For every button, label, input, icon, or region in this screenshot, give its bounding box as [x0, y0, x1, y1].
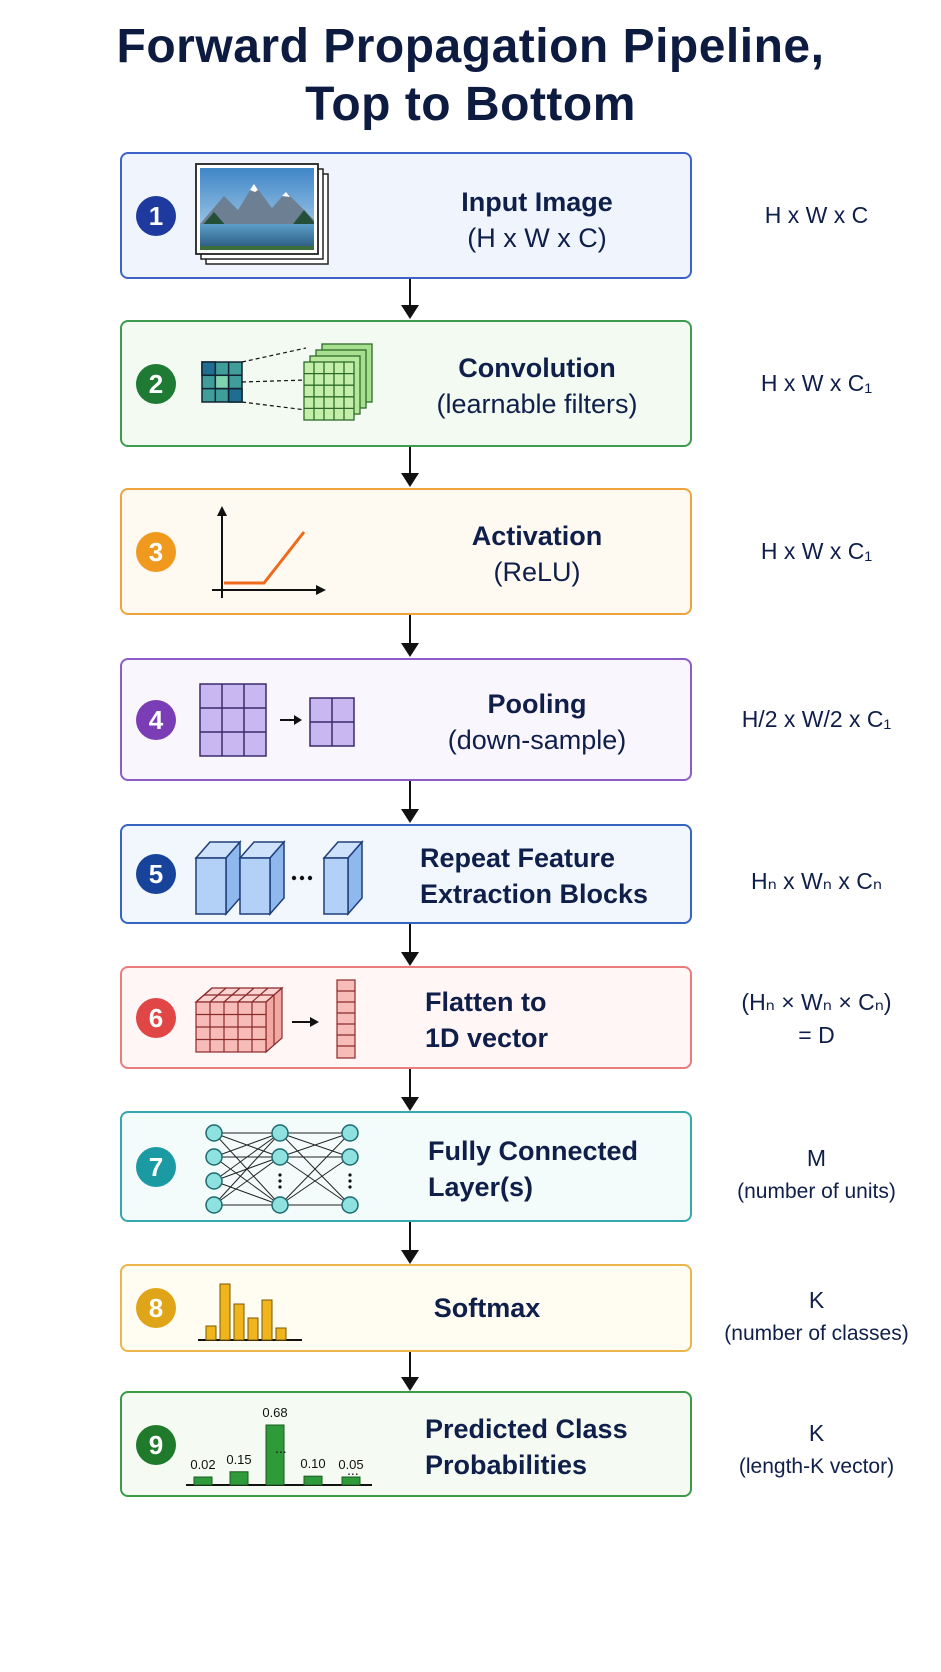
dimension-label: H x W x C₁ [692, 367, 941, 400]
stage-subtitle: Probabilities [425, 1450, 588, 1480]
probability-bar [229, 1471, 249, 1486]
stage-convolution: 2 Convolution (learnable filters) [120, 320, 692, 447]
stage-title: Flatten to [425, 987, 547, 1017]
dimension-label: H x W x C₁ [692, 535, 941, 568]
title-line-1: Forward Propagation Pipeline, [116, 20, 825, 73]
dimension-text: H x W x C [764, 202, 869, 228]
probability-bar [193, 1476, 213, 1486]
stage-label: Fully Connected Layer(s) [428, 1133, 668, 1205]
dimension-text: Hₙ x Wₙ x Cₙ [751, 868, 882, 894]
stage-repeat-blocks: 5 Repeat Feature Extraction Blocks [120, 824, 692, 924]
step-badge: 7 [136, 1147, 176, 1187]
stage-label: Convolution (learnable filters) [422, 350, 652, 422]
flow-arrow [401, 924, 419, 966]
stage-title: Input Image [461, 187, 613, 217]
svg-text:...: ... [275, 1440, 287, 1456]
title-line-2: Top to Bottom [305, 78, 636, 131]
dimension-subtext: (number of classes) [724, 1322, 909, 1345]
step-badge: 5 [136, 854, 176, 894]
histogram-icon [198, 1283, 302, 1341]
probability-label: 0.68 [262, 1405, 287, 1420]
stage-predicted-probabilities: 9 0.02 0.15 0.68 0.10 0.05 ... ... Predicted… [120, 1391, 692, 1497]
stage-subtitle: (learnable filters) [436, 389, 638, 419]
dimension-label: K (number of classes) [692, 1284, 941, 1350]
flow-arrow [401, 1352, 419, 1391]
dimension-label: H x W x C [692, 199, 941, 232]
landscape-photo-icon [195, 163, 329, 265]
step-badge: 2 [136, 364, 176, 404]
dimension-subtext: = D [798, 1022, 835, 1048]
flatten-cube-icon [194, 979, 356, 1059]
stage-label: Activation (ReLU) [422, 518, 652, 590]
step-badge: 9 [136, 1425, 176, 1465]
stage-label: Flatten to 1D vector [425, 984, 665, 1056]
stage-title: Softmax [433, 1293, 541, 1323]
stage-input-image: 1 Input Image (H x W x C) [120, 152, 692, 279]
dimension-label: (Hₙ × Wₙ × Cₙ) = D [692, 986, 941, 1052]
probability-label: 0.10 [300, 1456, 325, 1471]
stage-softmax: 8 Softmax [120, 1264, 692, 1352]
step-badge: 3 [136, 532, 176, 572]
probability-bars-icon: 0.02 0.15 0.68 0.10 0.05 ... ... [186, 1405, 372, 1486]
stage-flatten: 6 Flatten to 1D vector [120, 966, 692, 1069]
dimension-text: K [808, 1287, 825, 1313]
dimension-label: K (length-K vector) [692, 1417, 941, 1483]
neural-network-icon [205, 1124, 359, 1214]
dimension-label: M (number of units) [692, 1142, 941, 1208]
probability-bar [303, 1475, 323, 1486]
stage-pooling: 4 Pooling (down-sample) [120, 658, 692, 781]
step-badge: 4 [136, 700, 176, 740]
diagram-title: Forward Propagation Pipeline, Top to Bot… [0, 18, 941, 134]
stage-label: Pooling (down-sample) [422, 686, 652, 758]
stage-title: Pooling [487, 689, 587, 719]
stage-label: Predicted Class Probabilities [425, 1411, 665, 1483]
step-badge: 1 [136, 196, 176, 236]
stage-subtitle: Extraction Blocks [420, 879, 649, 909]
stage-label: Input Image (H x W x C) [422, 184, 652, 256]
probability-bar [265, 1424, 285, 1486]
feature-blocks-icon [194, 840, 364, 916]
dimension-text: (Hₙ × Wₙ × Cₙ) [741, 989, 892, 1015]
flow-arrow [401, 279, 419, 319]
dimension-label: Hₙ x Wₙ x Cₙ [692, 865, 941, 898]
stage-subtitle: (H x W x C) [467, 223, 607, 253]
stage-title: Convolution [458, 353, 616, 383]
probability-label: 0.15 [226, 1452, 251, 1467]
convolution-filter-icon [201, 343, 373, 421]
flow-arrow [401, 615, 419, 657]
dimension-text: H/2 x W/2 x C₁ [741, 706, 892, 732]
stage-subtitle: Layer(s) [428, 1172, 534, 1202]
stage-subtitle: 1D vector [425, 1023, 549, 1053]
probability-label: 0.05 [338, 1457, 363, 1472]
dimension-label: H/2 x W/2 x C₁ [692, 703, 941, 736]
stage-title: Activation [471, 521, 603, 551]
stage-subtitle: (ReLU) [493, 557, 581, 587]
dimension-subtext: (number of units) [737, 1180, 896, 1203]
svg-text:...: ... [347, 1462, 359, 1478]
pooling-grid-icon [199, 683, 355, 757]
flow-arrow [401, 1222, 419, 1264]
stage-title: Predicted Class [425, 1414, 628, 1444]
stage-title: Fully Connected [428, 1136, 639, 1166]
stage-fully-connected: 7 Fully Connected Layer(s) [120, 1111, 692, 1222]
flow-arrow [401, 447, 419, 487]
flow-arrow [401, 1069, 419, 1111]
step-badge: 6 [136, 998, 176, 1038]
stage-label: Repeat Feature Extraction Blocks [420, 840, 660, 912]
dimension-text: M [806, 1145, 827, 1171]
probability-bar [341, 1476, 361, 1486]
flow-arrow [401, 781, 419, 823]
dimension-text: H x W x C₁ [760, 538, 873, 564]
dimension-text: K [808, 1420, 825, 1446]
stage-subtitle: (down-sample) [447, 725, 627, 755]
stage-label: Softmax [372, 1290, 602, 1326]
step-badge: 8 [136, 1288, 176, 1328]
stage-title: Repeat Feature [420, 843, 616, 873]
stage-activation: 3 Activation (ReLU) [120, 488, 692, 615]
probability-label: 0.02 [190, 1457, 215, 1472]
dimension-text: H x W x C₁ [760, 370, 873, 396]
relu-graph-icon [212, 506, 326, 598]
dimension-subtext: (length-K vector) [738, 1455, 895, 1478]
